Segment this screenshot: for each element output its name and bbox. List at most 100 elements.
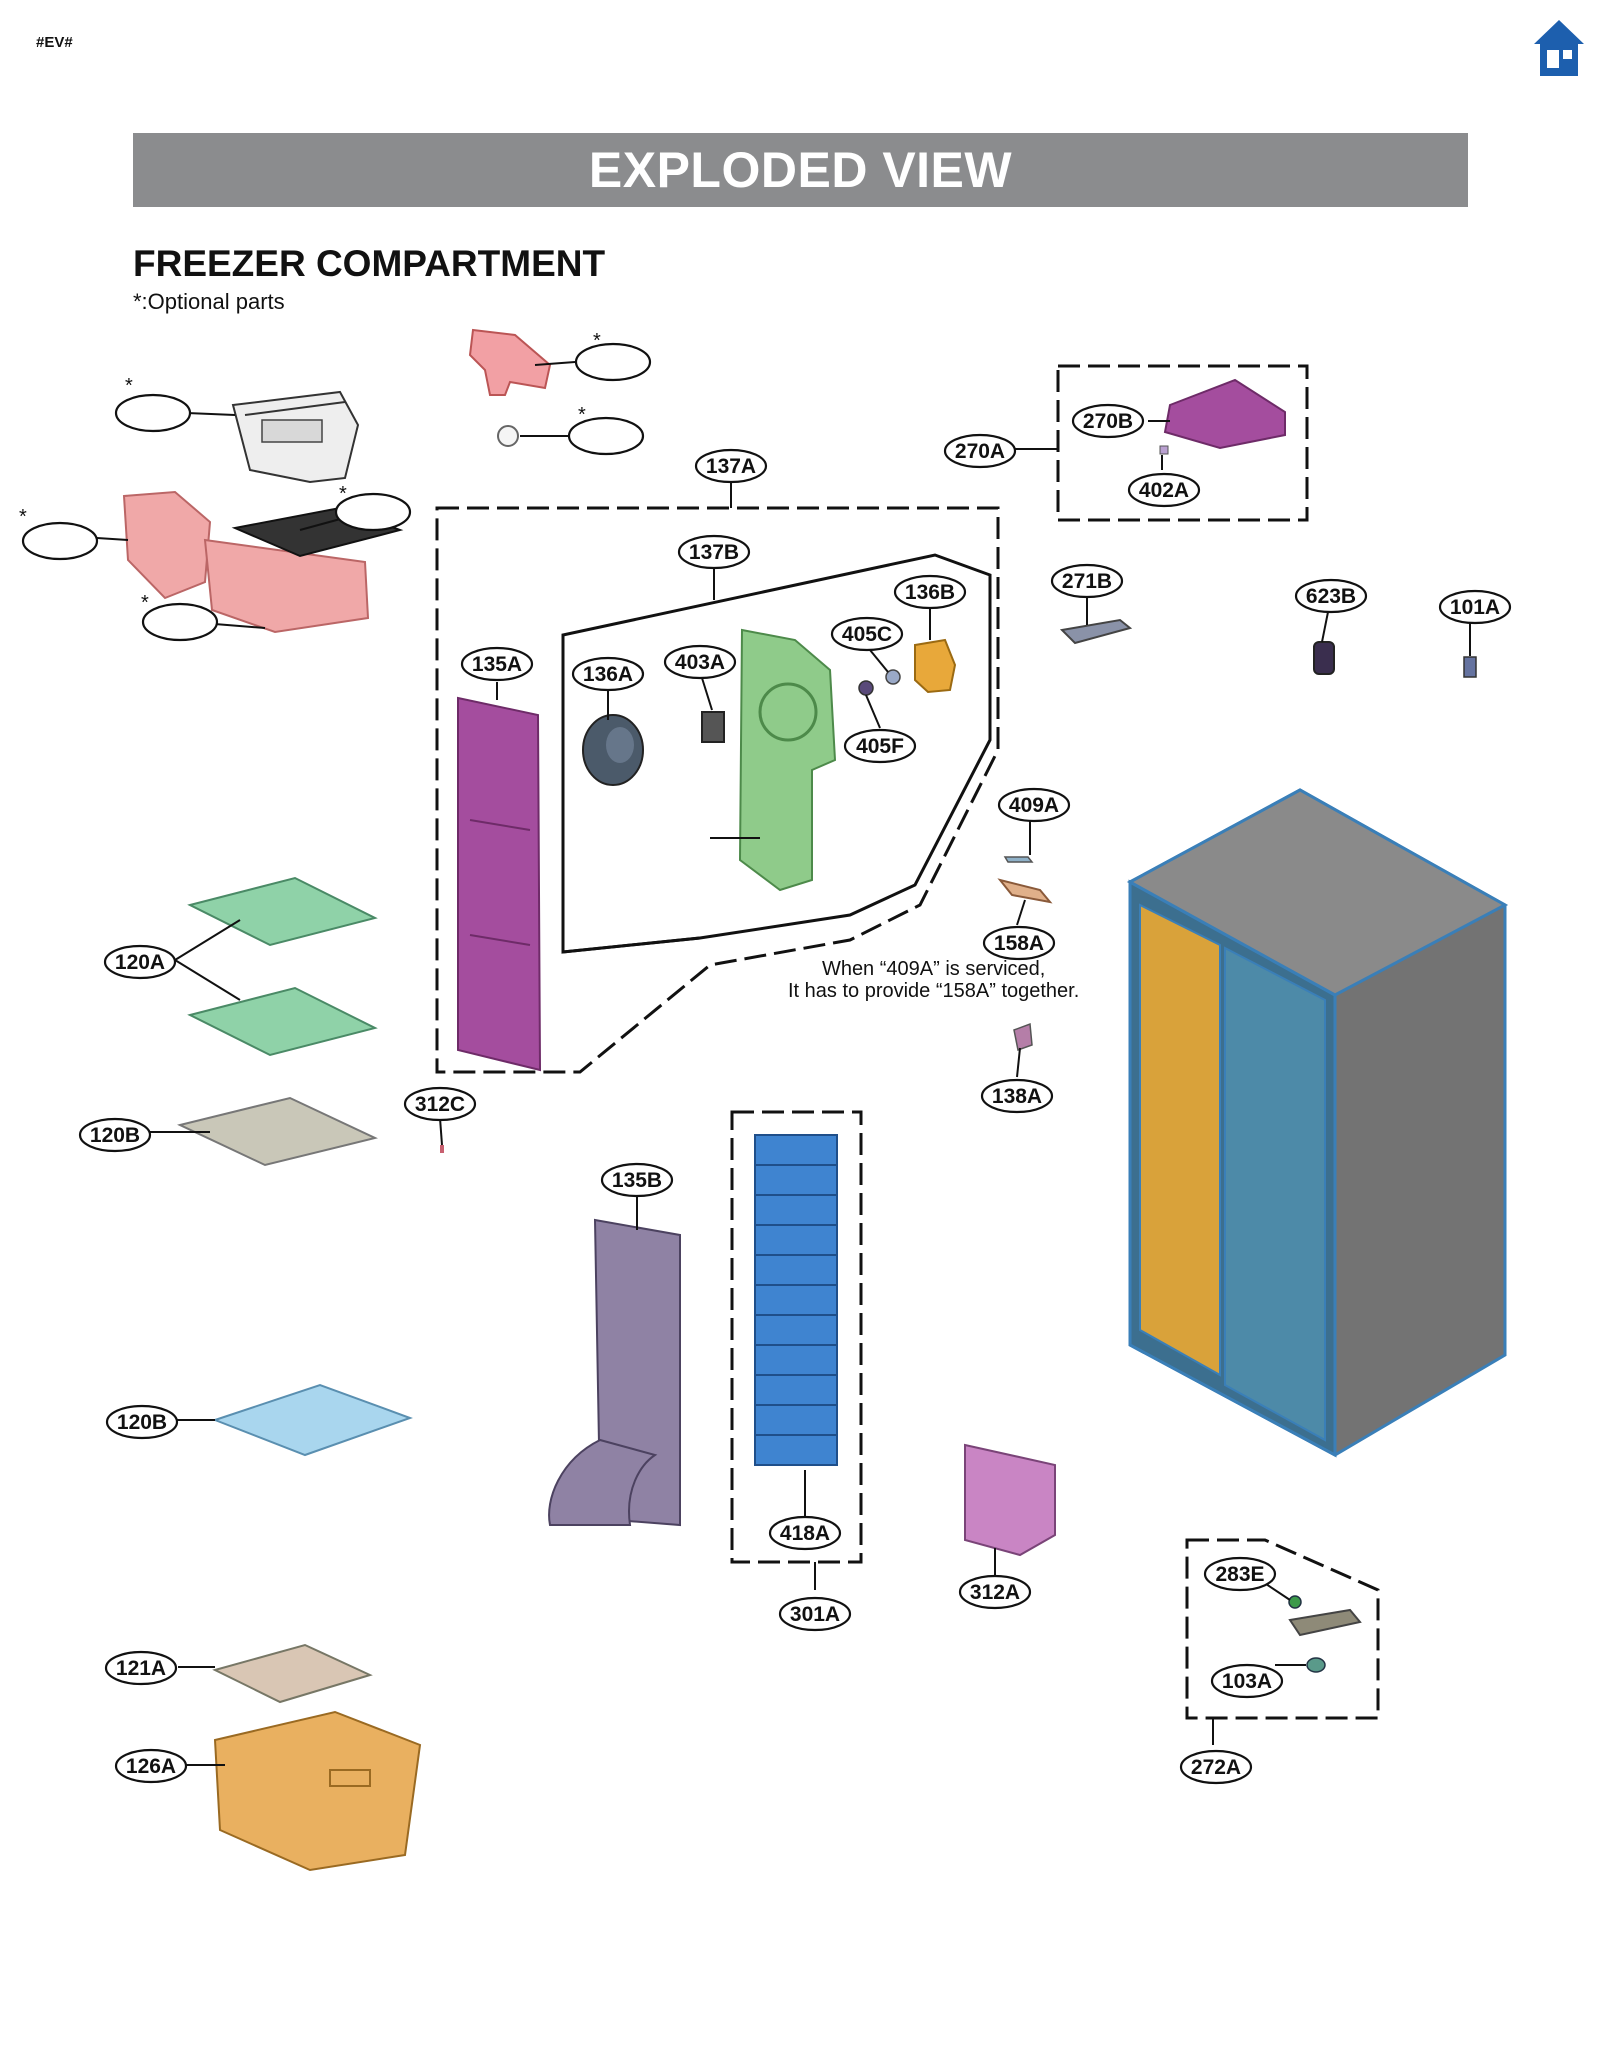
part-402A: [1159, 445, 1169, 455]
optional-oval-cap: [567, 416, 645, 456]
boundary-272A: [1185, 1538, 1380, 1720]
callout-ovals: [21, 342, 1512, 1785]
callout-403A: 403A: [675, 651, 725, 674]
callout-oval-403A: [663, 644, 737, 680]
part-101A: [1463, 656, 1477, 678]
callout-oval-271B: [1050, 563, 1124, 599]
callout-135A: 135A: [472, 653, 522, 676]
optional-marker-5: *: [593, 330, 601, 352]
part-312C: [440, 1145, 444, 1153]
part-623B: [1313, 641, 1335, 675]
ice-maker-part: [231, 390, 360, 484]
callout-oval-623B: [1294, 578, 1368, 614]
callout-oval-270A: [943, 433, 1017, 469]
section-title: FREEZER COMPARTMENT: [133, 243, 606, 284]
callout-405F: 405F: [856, 735, 904, 758]
callout-oval-101A: [1438, 589, 1512, 625]
callout-409A: 409A: [1009, 794, 1059, 817]
optional-oval-ice-maker: [114, 393, 192, 433]
callout-120A: 120A: [115, 951, 165, 974]
document-tag: #EV#: [36, 34, 73, 51]
callout-labels: 137A 137B 136B 405C 403A 136A 135A 405F …: [90, 410, 1500, 1779]
callout-oval-137A: [694, 448, 768, 484]
callout-oval-126A: [114, 1748, 188, 1784]
callout-138A: 138A: [992, 1085, 1042, 1108]
callout-oval-135B: [600, 1162, 674, 1198]
callout-312A: 312A: [970, 1581, 1020, 1604]
motor-403A-part: [701, 711, 725, 743]
part-158A: [997, 878, 1053, 904]
callout-623B: 623B: [1306, 585, 1356, 608]
duct-green-part: [738, 628, 837, 892]
optional-marker-1: *: [125, 375, 133, 397]
panel-135A-part: [457, 696, 542, 1072]
part-138A: [1013, 1022, 1033, 1051]
cover-135B-part: [548, 1218, 681, 1527]
optional-marker-2: *: [19, 506, 27, 528]
dispenser-duct-part: [468, 328, 552, 396]
callout-405C: 405C: [842, 623, 892, 646]
callout-137A: 137A: [706, 455, 756, 478]
callout-137B: 137B: [689, 541, 739, 564]
service-note: When “409A” is serviced, It has to provi…: [788, 958, 1079, 1002]
refrigerator-cabinet: [1126, 788, 1509, 1458]
callout-oval-272A: [1179, 1749, 1253, 1785]
callout-oval-158A: [982, 925, 1056, 961]
callout-oval-270B: [1071, 403, 1145, 439]
optional-marker-6: *: [578, 404, 586, 426]
callout-oval-120B-lower: [105, 1404, 179, 1440]
callout-101A: 101A: [1450, 596, 1500, 619]
boundary-137A: [435, 506, 1000, 1074]
shelf-120A-upper: [187, 876, 378, 947]
optional-markers: * * * * * *: [19, 330, 601, 614]
callout-121A: 121A: [116, 1657, 166, 1680]
fan-136A-part: [582, 714, 644, 786]
optional-parts-note: *:Optional parts: [133, 289, 285, 314]
boundary-270A: [1056, 364, 1309, 522]
callout-oval-135A: [460, 646, 534, 682]
optional-oval-ice-bin: [21, 521, 99, 561]
callout-312C: 312C: [415, 1093, 465, 1116]
part-409A: [1003, 856, 1034, 863]
callout-oval-103A: [1210, 1663, 1284, 1699]
callout-135B: 135B: [612, 1169, 662, 1192]
callout-418A: 418A: [780, 1522, 830, 1545]
service-note-line-2: It has to provide “158A” together.: [788, 980, 1080, 1002]
callout-270B: 270B: [1083, 410, 1133, 433]
drawer-126A-part: [213, 1710, 422, 1872]
callout-oval-121A: [104, 1650, 178, 1686]
callout-oval-312A: [958, 1574, 1032, 1610]
part-405F: [858, 680, 874, 696]
part-405C: [885, 669, 901, 685]
home-icon[interactable]: [1532, 18, 1586, 78]
callout-oval-283E: [1203, 1556, 1277, 1592]
callout-301A: 301A: [790, 1603, 840, 1626]
shelf-120A-lower: [187, 986, 378, 1057]
part-283E: [1288, 1595, 1302, 1609]
optional-oval-ice-tray: [334, 492, 412, 532]
part-272A-bracket: [1288, 1608, 1362, 1637]
leader-lines: [96, 361, 1471, 1766]
callout-271B: 271B: [1062, 570, 1112, 593]
callout-oval-409A: [997, 787, 1071, 823]
part-312A: [964, 1443, 1056, 1557]
boundary-137B-inner: [561, 640, 701, 954]
callout-oval-136B: [893, 574, 967, 610]
callout-oval-136A: [571, 656, 645, 692]
callout-136A: 136A: [583, 663, 633, 686]
callout-270A: 270A: [955, 440, 1005, 463]
callout-103A: 103A: [1222, 1670, 1272, 1693]
shelf-121A: [212, 1643, 373, 1704]
boundary-301A: [730, 1110, 863, 1564]
callout-283E: 283E: [1215, 1563, 1264, 1586]
callout-oval-137B: [677, 534, 751, 570]
shelf-120B-lower: [212, 1383, 413, 1457]
callout-126A: 126A: [126, 1755, 176, 1778]
callout-136B: 136B: [905, 581, 955, 604]
callout-oval-405C: [830, 616, 904, 652]
assembly-boundaries: [435, 364, 1380, 1720]
optional-marker-3: *: [339, 483, 347, 505]
optional-marker-4: *: [141, 592, 149, 614]
part-103A: [1306, 1657, 1326, 1673]
